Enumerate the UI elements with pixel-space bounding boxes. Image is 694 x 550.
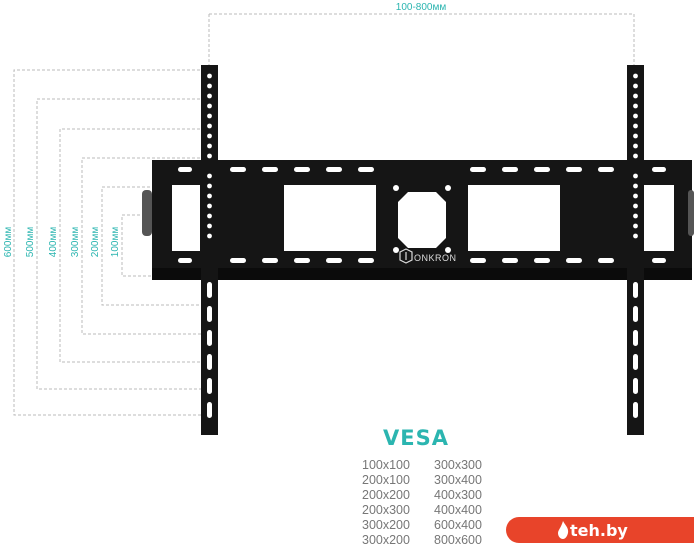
watermark-text: teh.by [570,520,628,540]
right-arm [627,65,644,435]
vesa-size: 400x400 [434,503,482,517]
height-label-200: 200мм [90,227,101,258]
width-dimension [208,13,635,70]
wall-plate [142,160,694,280]
vesa-size: 300x300 [434,458,482,472]
vesa-size: 400x300 [434,488,482,502]
height-label-100: 100мм [110,227,121,258]
teh-by-watermark: teh.by [506,517,694,543]
vesa-size: 800x600 [434,533,482,547]
vesa-size: 200x100 [362,473,410,487]
left-arm [201,65,218,435]
vesa-size: 100x100 [362,458,410,472]
vesa-size: 200x300 [362,503,410,517]
height-label-300: 300мм [70,227,81,258]
height-label-600: 600мм [3,227,14,258]
vesa-size: 300x200 [362,533,410,547]
vesa-list-left: 100x100 200x100 200x200 200x300 300x200 … [362,458,410,548]
vesa-title: VESA [383,426,449,450]
flame-icon [558,521,569,539]
vesa-size: 300x200 [362,518,410,532]
vesa-size: 200x200 [362,488,410,502]
height-label-500: 500мм [25,227,36,258]
vesa-size: 600x400 [434,518,482,532]
vesa-list-right: 300x300 300x400 400x300 400x400 600x400 … [434,458,482,548]
height-label-400: 400мм [48,227,59,258]
vesa-size: 300x400 [434,473,482,487]
width-dimension-label: 100-800мм [396,2,447,13]
onkron-logo: ONKRON [399,248,457,264]
brand-name: ONKRON [414,253,457,263]
